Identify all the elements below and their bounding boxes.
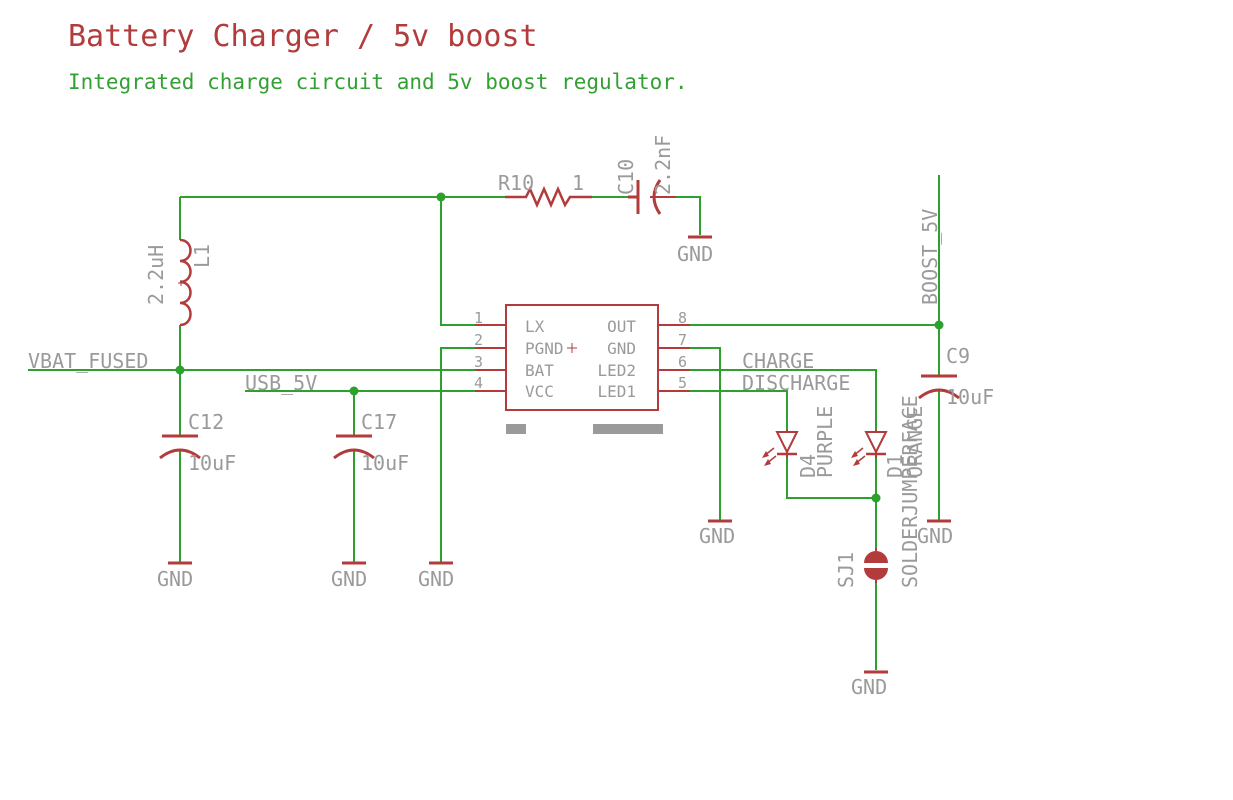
pin-number: 3 [474,353,483,371]
l1-value: 2.2uH [144,245,168,305]
schematic-description: Integrated charge circuit and 5v boost r… [68,70,688,94]
capacitor-c9[interactable]: C9 10uF [918,344,994,409]
pin-name: OUT [607,317,636,336]
c9-name: C9 [946,344,970,368]
r10-value: 1 [572,171,584,195]
wires [28,175,940,670]
led-d1[interactable]: D1 ORANGE [851,406,927,478]
sj1-value: SOLDERJUMPERFACE [898,395,922,588]
pin-name: PGND [525,339,564,358]
pin-name: BAT [525,361,554,380]
d1-name: D1 [883,454,907,478]
c12-value: 10uF [188,451,236,475]
l1-name: L1 [190,244,214,268]
d4-value: PURPLE [813,406,837,478]
gnd-label: GND [917,524,953,548]
c10-value: 2.2nF [651,135,675,195]
led-d4[interactable]: D4 PURPLE [762,406,837,478]
capacitor-c10[interactable]: C10 2.2nF [614,135,676,215]
gnd-label: GND [851,675,887,699]
capacitor-c12[interactable]: C12 10uF [159,410,236,475]
sj1-name: SJ1 [834,552,858,588]
pin-number: 2 [474,331,483,349]
capacitor-c17[interactable]: C17 10uF [333,410,409,475]
pin-number: 6 [678,353,687,371]
d4-name: D4 [796,454,820,478]
gnd-label: GND [157,567,193,591]
net-label-usb: USB_5V [245,371,317,395]
junctions [175,192,944,503]
pin-number: 1 [474,309,483,327]
r10-name: R10 [498,171,534,195]
net-label-vbat: VBAT_FUSED [28,349,148,373]
gnd-label: GND [418,567,454,591]
net-label-discharge: DISCHARGE [742,371,850,395]
net-label-charge: CHARGE [742,349,814,373]
gnd-label: GND [699,524,735,548]
d1-value: ORANGE [903,406,927,478]
gnd-label: GND [331,567,367,591]
net-label-boost: BOOST_5V [918,209,942,305]
pin-number: 5 [678,374,687,392]
inductor-l1[interactable]: L1 2.2uH [144,238,214,327]
pin-number: 7 [678,331,687,349]
c12-name: C12 [188,410,224,434]
schematic-title: Battery Charger / 5v boost [68,19,538,54]
c9-value: 10uF [946,385,994,409]
resistor-r10[interactable]: R10 1 [498,171,592,209]
net-labels: VBAT_FUSED USB_5V BOOST_5V CHARGE DISCHA… [28,209,942,395]
pin-name: LED2 [597,361,636,380]
pin-name: VCC [525,382,554,401]
pin-number: 4 [474,374,483,392]
gnd-label: GND [677,242,713,266]
pin-number: 8 [678,309,687,327]
c17-name: C17 [361,410,397,434]
pin-name: GND [607,339,636,358]
c10-name: C10 [614,159,638,195]
charger-ic[interactable]: 1 2 3 4 8 7 6 5 LX PGND BAT VCC OUT GND … [474,304,690,434]
solder-jumper-sj1[interactable]: SJ1 SOLDERJUMPERFACE [834,395,922,588]
c17-value: 10uF [361,451,409,475]
ground-symbols: GND GND GND GND GND GND GND [157,235,953,699]
pin-name: LED1 [597,382,636,401]
pin-name: LX [525,317,545,336]
